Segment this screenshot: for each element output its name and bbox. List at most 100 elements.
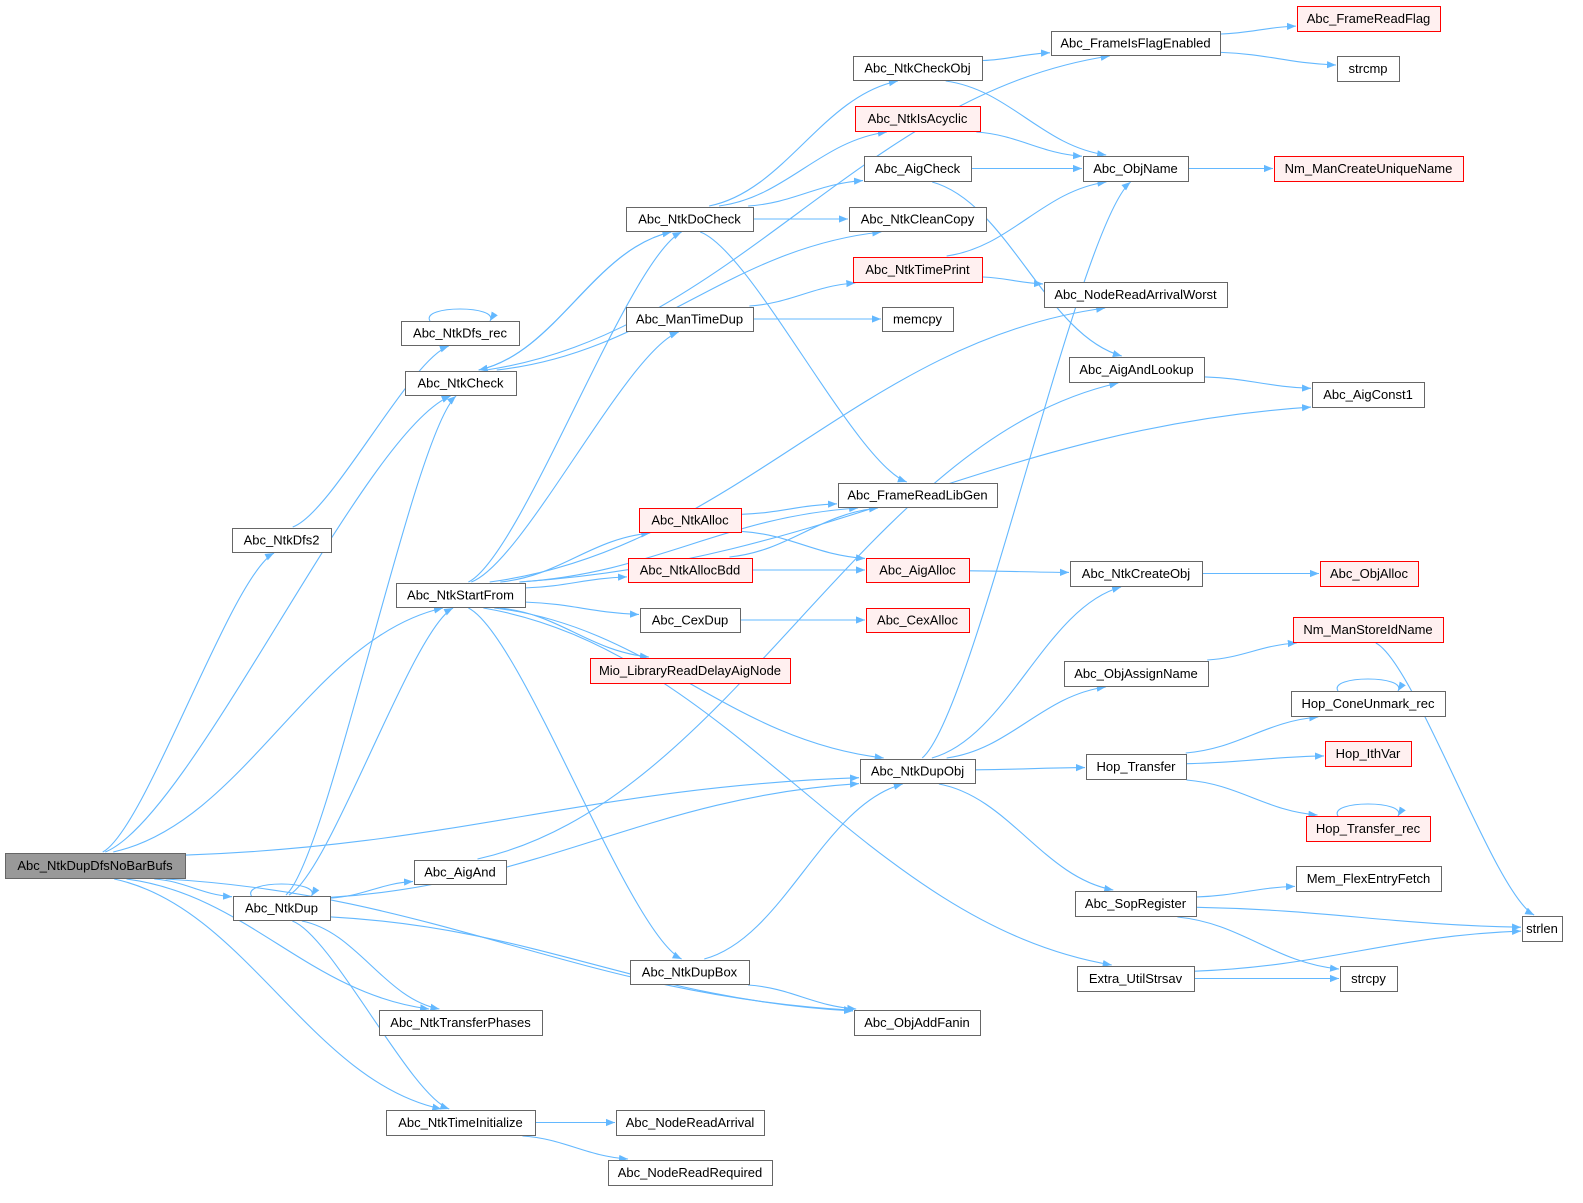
edge-checkobj-to-flagen	[982, 49, 1051, 62]
node-readflag[interactable]: Abc_FrameReadFlag	[1297, 6, 1441, 32]
node-box	[882, 307, 954, 332]
node-assignname[interactable]: Abc_ObjAssignName	[1064, 661, 1209, 687]
node-timeprint[interactable]: Abc_NtkTimePrint	[853, 257, 983, 283]
edge-root-to-dup	[154, 878, 233, 900]
edges-layer	[102, 22, 1535, 1163]
node-label: Abc_NtkTransferPhases	[390, 1015, 531, 1030]
edge-docheck-to-libgen	[700, 231, 907, 483]
node-box	[414, 860, 507, 885]
node-mantimedup[interactable]: Abc_ManTimeDup	[626, 307, 754, 332]
node-timeinit[interactable]: Abc_NtkTimeInitialize	[386, 1110, 536, 1136]
node-box	[639, 508, 742, 533]
node-transph[interactable]: Abc_NtkTransferPhases	[379, 1010, 543, 1036]
node-aigalloc[interactable]: Abc_AigAlloc	[866, 558, 970, 583]
edge-startfrom-to-ntkalloc	[500, 530, 651, 583]
node-dupobj[interactable]: Abc_NtkDupObj	[860, 759, 976, 784]
node-label: Abc_NtkAllocBdd	[640, 563, 740, 578]
node-mio[interactable]: Mio_LibraryReadDelayAigNode	[590, 658, 791, 684]
node-box	[232, 528, 332, 553]
node-objalloc[interactable]: Abc_ObjAlloc	[1320, 561, 1419, 587]
edge-dupobj-to-objname	[921, 181, 1131, 759]
node-transrec[interactable]: Hop_Transfer_rec	[1306, 816, 1431, 842]
node-box	[1051, 31, 1221, 56]
node-createobj[interactable]: Abc_NtkCreateObj	[1070, 561, 1203, 587]
node-memflex[interactable]: Mem_FlexEntryFetch	[1296, 866, 1442, 892]
node-label: Abc_NtkCreateObj	[1082, 566, 1190, 581]
node-strsav[interactable]: Extra_UtilStrsav	[1077, 966, 1195, 992]
edge-root-to-timeinit	[114, 878, 442, 1111]
node-root[interactable]: Abc_NtkDupDfsNoBarBufs	[5, 853, 186, 879]
node-dup[interactable]: Abc_NtkDup	[233, 896, 331, 921]
node-box	[396, 583, 526, 608]
node-strcpy[interactable]: strcpy	[1340, 966, 1398, 992]
node-box	[405, 371, 517, 396]
node-uniqname[interactable]: Nm_ManCreateUniqueName	[1274, 156, 1464, 182]
edge-root-to-startfrom	[113, 606, 444, 853]
node-dfs2[interactable]: Abc_NtkDfs2	[232, 528, 332, 553]
node-box	[1296, 866, 1442, 892]
node-box	[379, 1010, 543, 1036]
node-cexalloc[interactable]: Abc_CexAlloc	[866, 608, 970, 633]
node-strcmp[interactable]: strcmp	[1337, 56, 1400, 82]
node-box	[854, 1010, 981, 1036]
node-cleancopy[interactable]: Abc_NtkCleanCopy	[849, 207, 987, 232]
edge-startfrom-to-mio	[499, 607, 650, 660]
edge-startfrom-to-dupbox	[468, 607, 682, 960]
node-box	[628, 558, 753, 583]
node-checkobj[interactable]: Abc_NtkCheckObj	[853, 56, 983, 81]
node-sopreg[interactable]: Abc_SopRegister	[1075, 891, 1197, 917]
node-ntkalloc[interactable]: Abc_NtkAlloc	[639, 508, 742, 533]
node-storeid[interactable]: Nm_ManStoreIdName	[1293, 617, 1444, 643]
node-label: Abc_NtkDupObj	[871, 764, 964, 779]
node-label: Mio_LibraryReadDelayAigNode	[599, 663, 781, 678]
node-readarr[interactable]: Abc_NodeReadArrival	[616, 1110, 765, 1136]
node-box	[626, 307, 754, 332]
node-docheck[interactable]: Abc_NtkDoCheck	[626, 207, 754, 232]
node-cexdup[interactable]: Abc_CexDup	[640, 608, 741, 633]
node-box	[1291, 691, 1446, 717]
node-dupbox[interactable]: Abc_NtkDupBox	[630, 960, 750, 985]
node-check[interactable]: Abc_NtkCheck	[405, 371, 517, 396]
node-startfrom[interactable]: Abc_NtkStartFrom	[396, 583, 526, 608]
node-label: Abc_NtkDfs2	[244, 533, 320, 548]
node-dfsrec[interactable]: Abc_NtkDfs_rec	[401, 321, 520, 346]
node-label: Abc_ObjAddFanin	[864, 1015, 970, 1030]
node-label: Hop_ConeUnmark_rec	[1302, 696, 1435, 711]
node-memcpy[interactable]: memcpy	[882, 307, 954, 332]
node-box	[1297, 6, 1441, 32]
node-const1[interactable]: Abc_AigConst1	[1312, 382, 1425, 408]
node-label: Abc_NtkDoCheck	[638, 212, 741, 227]
node-arrworst[interactable]: Abc_NodeReadArrivalWorst	[1044, 282, 1228, 308]
node-libgen[interactable]: Abc_FrameReadLibGen	[838, 483, 998, 508]
node-allocbdd[interactable]: Abc_NtkAllocBdd	[628, 558, 753, 583]
node-box	[849, 207, 987, 232]
node-aigcheck[interactable]: Abc_AigCheck	[864, 156, 972, 182]
edge-startfrom-to-arrworst	[489, 305, 1106, 583]
edge-dfs2-to-dfsrec	[292, 345, 449, 528]
nodes-layer: Abc_NtkDupDfsNoBarBufsAbc_NtkDfs2Abc_Ntk…	[5, 6, 1563, 1186]
edge-aigcheck-to-andlookup	[932, 181, 1122, 358]
node-acyclic[interactable]: Abc_NtkIsAcyclic	[855, 106, 981, 132]
node-label: Abc_ObjName	[1093, 161, 1178, 176]
node-flagen[interactable]: Abc_FrameIsFlagEnabled	[1051, 31, 1221, 56]
node-aigand[interactable]: Abc_AigAnd	[414, 860, 507, 885]
node-box	[1293, 617, 1444, 643]
node-coneunmark[interactable]: Hop_ConeUnmark_rec	[1291, 691, 1446, 717]
node-ithvar[interactable]: Hop_IthVar	[1325, 741, 1412, 767]
node-readreq[interactable]: Abc_NodeReadRequired	[608, 1160, 773, 1186]
node-addfanin[interactable]: Abc_ObjAddFanin	[854, 1010, 981, 1036]
node-label: Abc_NodeReadRequired	[618, 1165, 763, 1180]
edge-timeinit-to-readreq	[522, 1135, 629, 1163]
node-andlookup[interactable]: Abc_AigAndLookup	[1069, 357, 1205, 383]
node-box	[853, 257, 983, 283]
edge-root-to-dupobj	[185, 774, 860, 856]
node-objname[interactable]: Abc_ObjName	[1083, 156, 1189, 182]
edge-checkobj-to-objname	[945, 80, 1107, 158]
node-box	[864, 156, 972, 182]
edge-startfrom-to-libgen	[519, 505, 859, 583]
node-label: Abc_AigAlloc	[879, 563, 956, 578]
node-label: Hop_IthVar	[1336, 746, 1401, 761]
node-hoptransfer[interactable]: Hop_Transfer	[1086, 754, 1187, 780]
node-strlen[interactable]: strlen	[1522, 916, 1563, 942]
node-box	[860, 759, 976, 784]
